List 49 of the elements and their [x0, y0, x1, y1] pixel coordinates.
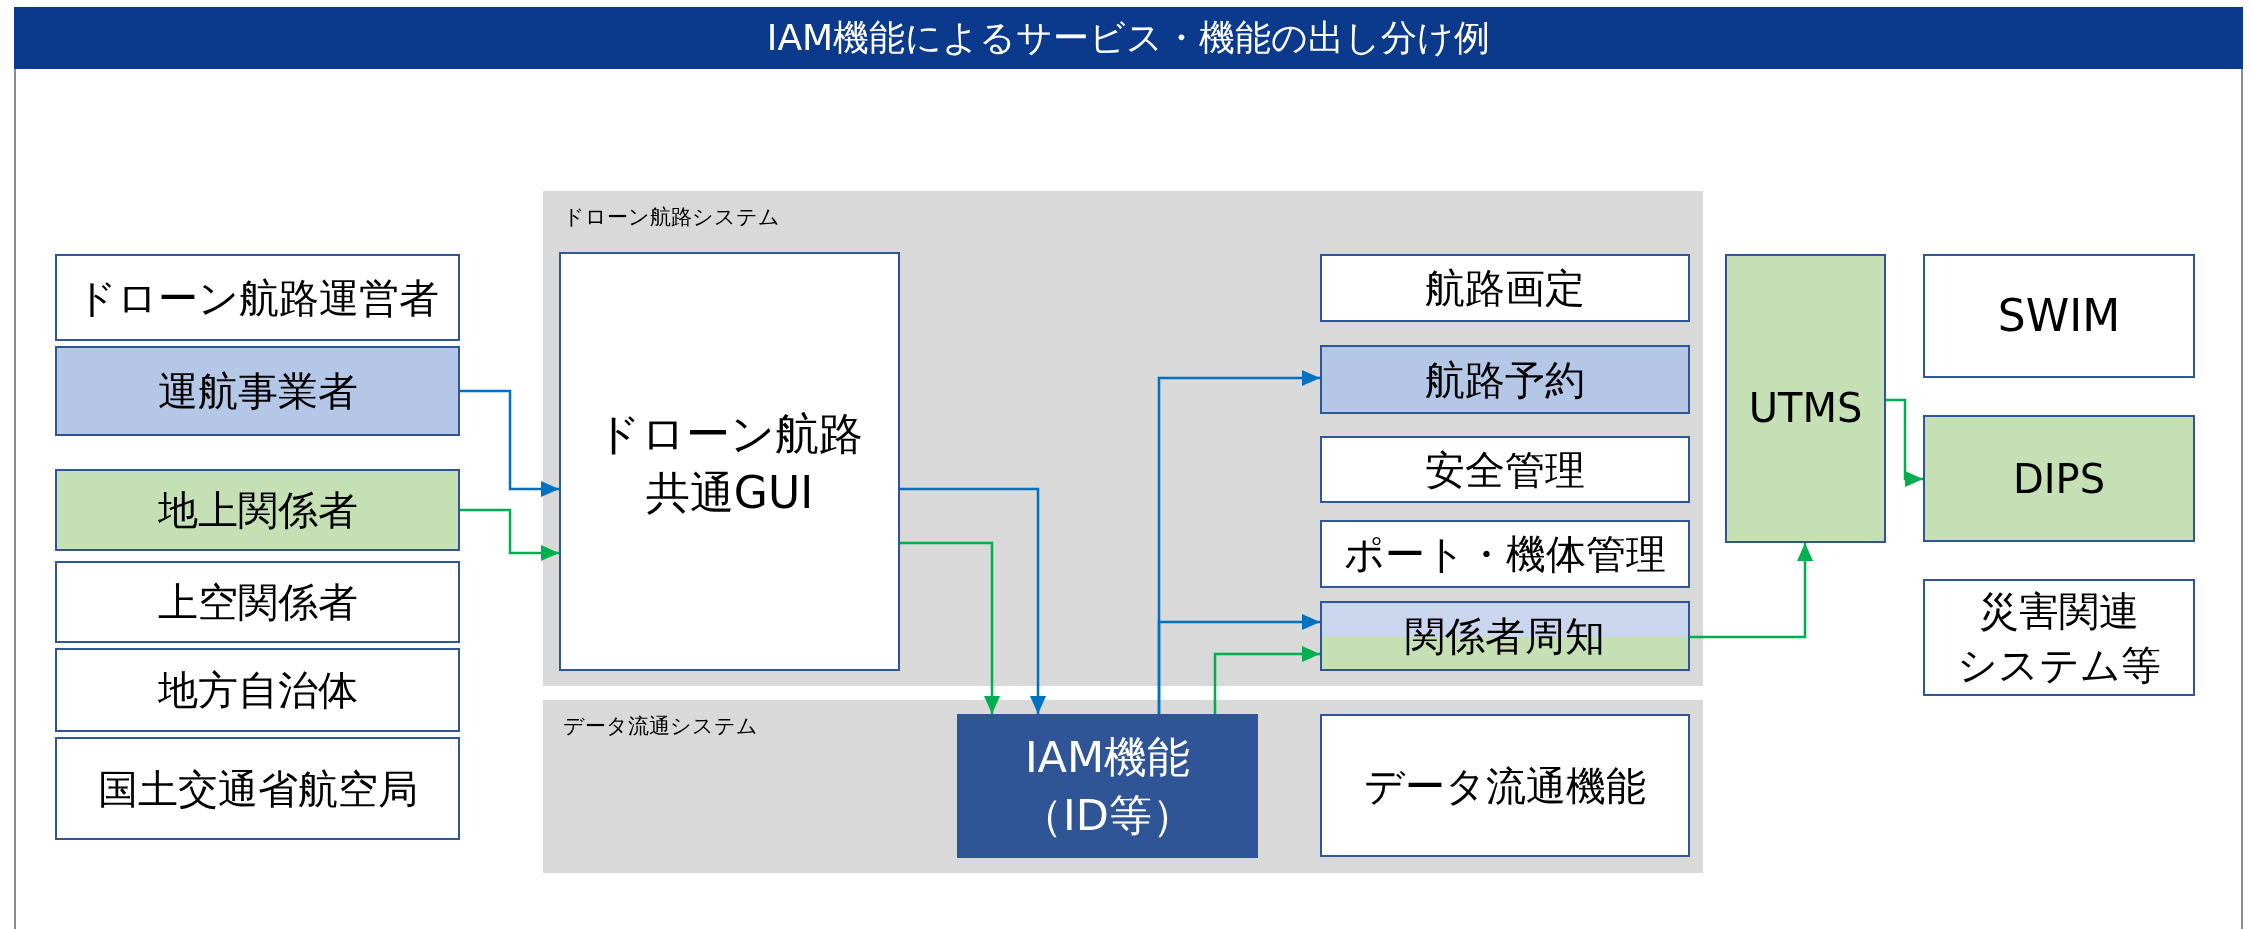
- system-area: [543, 700, 1703, 873]
- system-box: [1923, 254, 2195, 378]
- box-label: データ流通機能: [1364, 761, 1646, 811]
- box-label: ポート・機体管理: [1344, 530, 1666, 579]
- system-box: [55, 346, 460, 436]
- arrow: [900, 541, 1000, 714]
- box-label: 地上関係者: [157, 486, 358, 535]
- system-box: [1320, 601, 1690, 671]
- box-label: 上空関係者: [157, 578, 358, 627]
- arrow: [1886, 398, 1923, 487]
- box-label: 関係者周知: [1405, 612, 1605, 661]
- box-label: 運航事業者: [157, 367, 358, 416]
- box-label: ドローン航路共通GUI: [595, 407, 864, 521]
- arrow: [460, 389, 559, 497]
- arrow: [900, 487, 1046, 714]
- box-label: 航路画定: [1425, 264, 1585, 313]
- system-box: [1923, 415, 2195, 542]
- arrow: [1690, 543, 1813, 639]
- system-box: [1923, 579, 2195, 696]
- arrow: [460, 508, 559, 561]
- box-label: SWIM: [1997, 289, 2121, 344]
- system-box: [55, 561, 460, 643]
- system-box: [55, 469, 460, 551]
- system-box: [559, 252, 900, 671]
- system-box: [1320, 714, 1690, 857]
- box-label: ドローン航路運営者: [76, 273, 439, 323]
- system-box: [1320, 345, 1690, 414]
- box-label: 安全管理: [1425, 445, 1585, 495]
- arrow: [1157, 614, 1320, 714]
- arrow: [1213, 646, 1320, 714]
- system-box: [1725, 254, 1886, 543]
- system-box: [1320, 436, 1690, 503]
- system-box: [1320, 254, 1690, 322]
- box-label: IAM機能（ID等）: [1019, 730, 1196, 842]
- system-box: [55, 737, 460, 840]
- system-area: [543, 191, 1703, 686]
- system-box: [957, 714, 1258, 858]
- box-label: 国土交通省航空局: [97, 764, 418, 814]
- box-label: 航路予約: [1425, 355, 1585, 405]
- area-label: ドローン航路システム: [563, 204, 780, 231]
- area-label: データ流通システム: [563, 713, 758, 740]
- box-label: DIPS: [2012, 454, 2106, 504]
- system-box: [55, 648, 460, 732]
- box-label: 災害関連システム等: [1956, 586, 2162, 690]
- box-label: 地方自治体: [157, 666, 358, 715]
- box-label: UTMS: [1748, 384, 1863, 433]
- system-box: [55, 254, 460, 341]
- title-bar: IAM機能によるサービス・機能の出し分け例: [14, 7, 2243, 69]
- system-box: [1320, 520, 1690, 588]
